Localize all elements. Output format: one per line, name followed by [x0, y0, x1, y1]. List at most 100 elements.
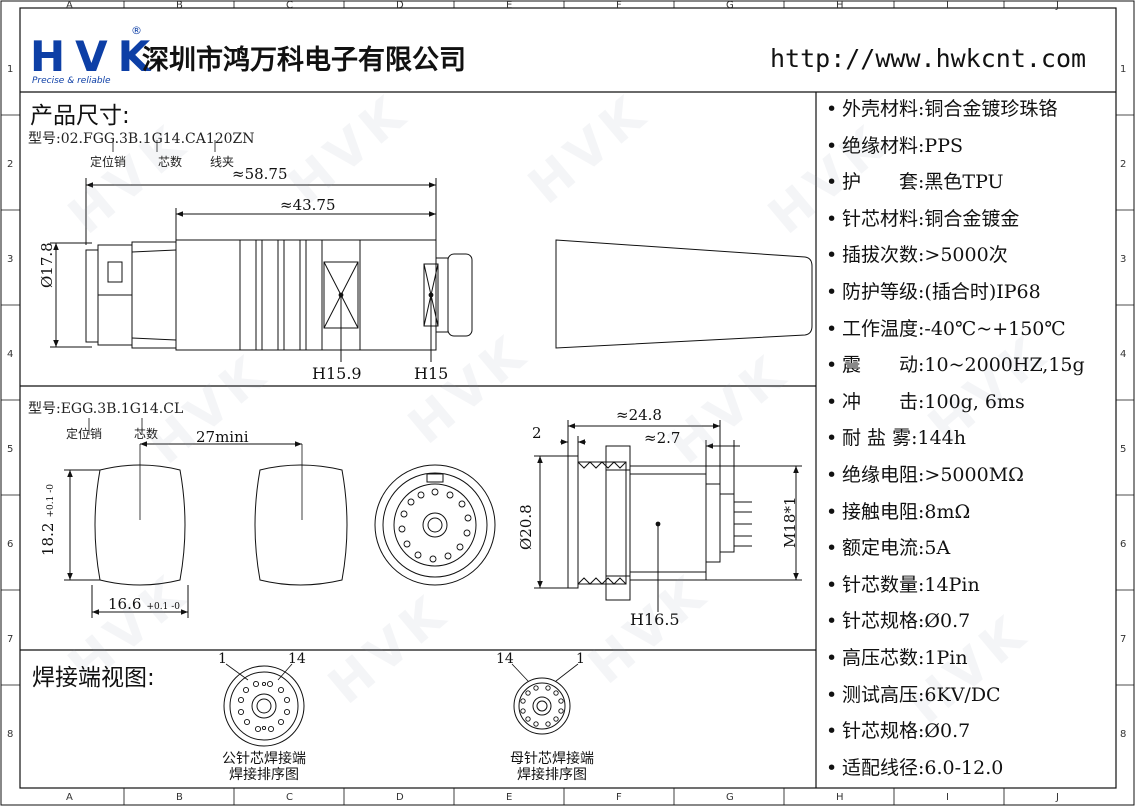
- spec-separator: :: [918, 647, 925, 669]
- spec-label: 耐 盐 雾: [842, 427, 912, 450]
- bullet: •: [826, 390, 838, 413]
- spec-row: •外壳材料:铜合金镀珍珠铬: [826, 94, 1057, 121]
- bullet: •: [826, 683, 838, 706]
- spec-label: 护 套: [842, 171, 919, 194]
- grid-column-label: J: [1056, 0, 1059, 11]
- socket-thread: M18*1: [780, 497, 799, 549]
- socket-diameter: Ø20.8: [516, 504, 535, 550]
- spec-row: •适配线径:6.0-12.0: [826, 753, 1003, 780]
- grid-column-label: B: [176, 792, 183, 803]
- company-website: http://www.hwkcnt.com: [770, 44, 1087, 73]
- spec-value: 10~2000HZ,15g: [924, 354, 1085, 377]
- boot-drawing: [555, 239, 813, 349]
- male-pin-14-label: 14: [288, 651, 306, 667]
- grid-row-label: 8: [7, 729, 14, 740]
- spec-label: 适配线径: [842, 756, 919, 779]
- socket-label-cores: 芯数: [134, 427, 159, 441]
- spec-value: 144h: [917, 427, 967, 450]
- spec-value: 6.0-12.0: [924, 756, 1004, 779]
- spec-row: •针芯材料:铜合金镀金: [826, 204, 1019, 231]
- grid-column-label: F: [616, 792, 622, 803]
- bullet: •: [826, 610, 838, 633]
- panel-cutout-height: 18.2 +0.1 -0: [38, 466, 57, 556]
- grid-row-label: 2: [1120, 159, 1127, 170]
- grid-column-label: C: [286, 0, 293, 11]
- plug-body-length: ≈43.75: [280, 196, 336, 214]
- socket-length: ≈24.8: [616, 406, 662, 424]
- spec-row: •绝缘材料:PPS: [826, 131, 963, 158]
- female-pin-14-label: 14: [496, 651, 514, 667]
- panel-cutout-spacing: 27mini: [196, 428, 249, 446]
- spec-label: 针芯规格: [842, 610, 919, 633]
- grid-column-label: C: [286, 792, 293, 803]
- socket-thread-value: M18*1: [781, 496, 799, 549]
- male-caption-2: 焊接排序图: [229, 767, 299, 783]
- registered-mark: ®: [131, 24, 142, 37]
- spec-label: 针芯规格: [842, 720, 919, 743]
- spec-separator: :: [918, 207, 925, 230]
- grid-column-label: G: [726, 0, 734, 11]
- spec-value: >5000MΩ: [924, 464, 1024, 486]
- female-caption-1: 母针芯焊接端: [510, 751, 594, 767]
- spec-label: 高压芯数: [842, 647, 919, 669]
- female-caption-2: 焊接排序图: [517, 767, 587, 783]
- plug-label-cores: 芯数: [158, 155, 183, 169]
- spec-row: •高压芯数:1Pin: [826, 643, 968, 670]
- bullet: •: [826, 281, 838, 303]
- socket-flange-thickness: 2: [532, 424, 542, 442]
- spec-value: Ø0.7: [924, 610, 971, 633]
- spec-separator: :: [918, 610, 925, 633]
- grid-column-label: J: [1056, 792, 1059, 803]
- spec-row: •插拔次数:>5000次: [826, 240, 1008, 267]
- bullet: •: [826, 427, 838, 450]
- socket-model-number: 型号:EGG.3B.1G14.CL: [28, 401, 184, 417]
- grid-column-label: E: [506, 0, 513, 11]
- spec-label: 防护等级: [842, 281, 919, 303]
- spec-row: •绝缘电阻:>5000MΩ: [826, 460, 1024, 487]
- grid-row-label: 4: [1120, 349, 1127, 360]
- female-pin-1-label: 1: [576, 651, 585, 667]
- solder-view-title: 焊接端视图:: [32, 665, 155, 691]
- bullet: •: [826, 171, 838, 194]
- spec-row: •冲 击:100g, 6ms: [826, 387, 1025, 414]
- spec-separator: :: [918, 98, 925, 120]
- bullet: •: [826, 464, 838, 486]
- grid-column-label: E: [506, 792, 513, 803]
- spec-value: Ø0.7: [924, 720, 971, 743]
- plug-drawing: [50, 178, 473, 362]
- grid-column-label: G: [726, 792, 734, 803]
- panel-cutout-width-value: 16.6: [108, 595, 142, 613]
- spec-label: 插拔次数: [842, 244, 919, 267]
- company-name: 深圳市鸿万科电子有限公司: [142, 45, 466, 76]
- spec-label: 额定电流: [842, 537, 919, 560]
- bullet: •: [826, 720, 838, 743]
- spec-separator: :: [918, 171, 925, 194]
- spec-value: >5000次: [924, 244, 1008, 267]
- grid-column-label: I: [946, 0, 949, 11]
- spec-separator: :: [918, 134, 925, 157]
- grid-column-label: D: [396, 792, 404, 803]
- spec-separator: :: [918, 354, 925, 377]
- grid-row-label: 7: [1120, 634, 1127, 645]
- spec-label: 测试高压: [842, 683, 919, 706]
- spec-separator: :: [918, 500, 925, 523]
- socket-diameter-value: Ø20.8: [517, 504, 535, 550]
- grid-row-label: 3: [1120, 254, 1127, 265]
- plug-hex-1: H15.9: [312, 364, 362, 383]
- spec-separator: :: [918, 756, 925, 779]
- panel-cutout-height-value: 18.2: [39, 522, 57, 556]
- spec-separator: :: [918, 464, 925, 486]
- grid-column-label: D: [396, 0, 404, 11]
- spec-separator: :: [918, 317, 925, 340]
- grid-row-label: 1: [1120, 64, 1127, 75]
- spec-value: 14Pin: [924, 573, 980, 596]
- bullet: •: [826, 756, 838, 779]
- bullet: •: [826, 354, 838, 377]
- bullet: •: [826, 244, 838, 267]
- grid-column-label: I: [946, 792, 949, 803]
- spec-row: •防护等级:(插合时)IP68: [826, 277, 1041, 304]
- spec-label: 外壳材料: [842, 98, 919, 120]
- grid-row-label: 6: [7, 539, 14, 550]
- grid-row-label: 8: [1120, 729, 1127, 740]
